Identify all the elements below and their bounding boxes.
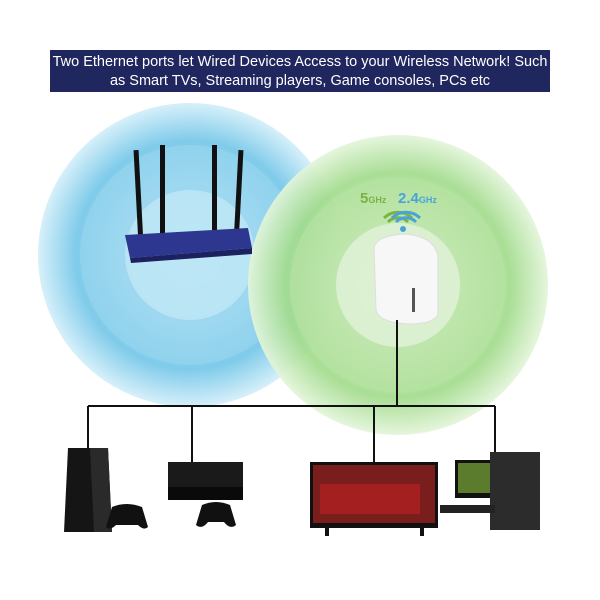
band-5ghz-unit: GHz <box>368 195 387 205</box>
band-24ghz-label: 2.4GHz <box>398 190 437 207</box>
extender-image <box>373 233 439 325</box>
xbox-console-image <box>168 462 243 527</box>
ethernet-cables <box>87 320 496 462</box>
ps4-console-image <box>64 448 148 532</box>
smart-tv-image <box>310 462 438 536</box>
wifi-signal-icon <box>382 210 422 232</box>
band-24ghz-value: 2.4 <box>398 190 419 207</box>
band-5ghz-label: 5GHz <box>360 190 386 207</box>
router-image <box>125 145 252 263</box>
headline-banner: Two Ethernet ports let Wired Devices Acc… <box>50 50 550 92</box>
band-5ghz-value: 5 <box>360 190 369 207</box>
desktop-pc-image <box>440 452 540 530</box>
band-24ghz-unit: GHz <box>418 195 437 205</box>
